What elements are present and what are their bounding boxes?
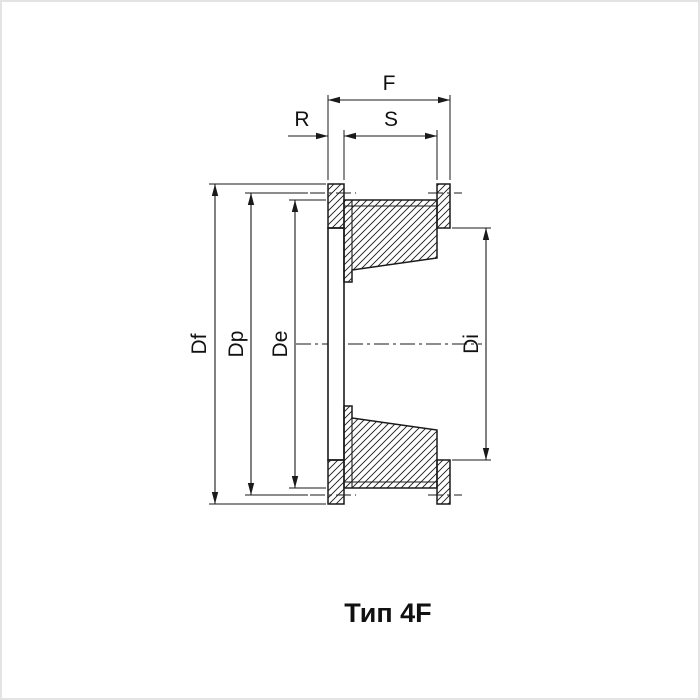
flange-cap-bottom-right: [436, 459, 451, 505]
label-Dp: Dp: [225, 331, 248, 358]
centerlines: [296, 192, 482, 496]
label-F: F: [383, 72, 396, 95]
flange-plate-cap-bottom: [327, 459, 345, 505]
rim-section-bottom: [343, 405, 438, 489]
rim-section-top: [343, 199, 438, 283]
label-R: R: [294, 108, 309, 131]
label-Df: Df: [188, 333, 211, 354]
label-S: S: [384, 108, 398, 131]
dimension-lines: [211, 96, 490, 504]
dimension-labels: F S R Df Dp De Di: [188, 72, 483, 357]
drawing-title: Тип 4F: [344, 598, 431, 628]
flange-cap-top-right: [436, 183, 451, 229]
pulley-body: [327, 183, 451, 505]
flange-plate-web: [327, 227, 345, 461]
label-De: De: [269, 331, 292, 358]
flange-plate-cap-top: [327, 183, 345, 229]
label-Di: Di: [460, 334, 483, 354]
